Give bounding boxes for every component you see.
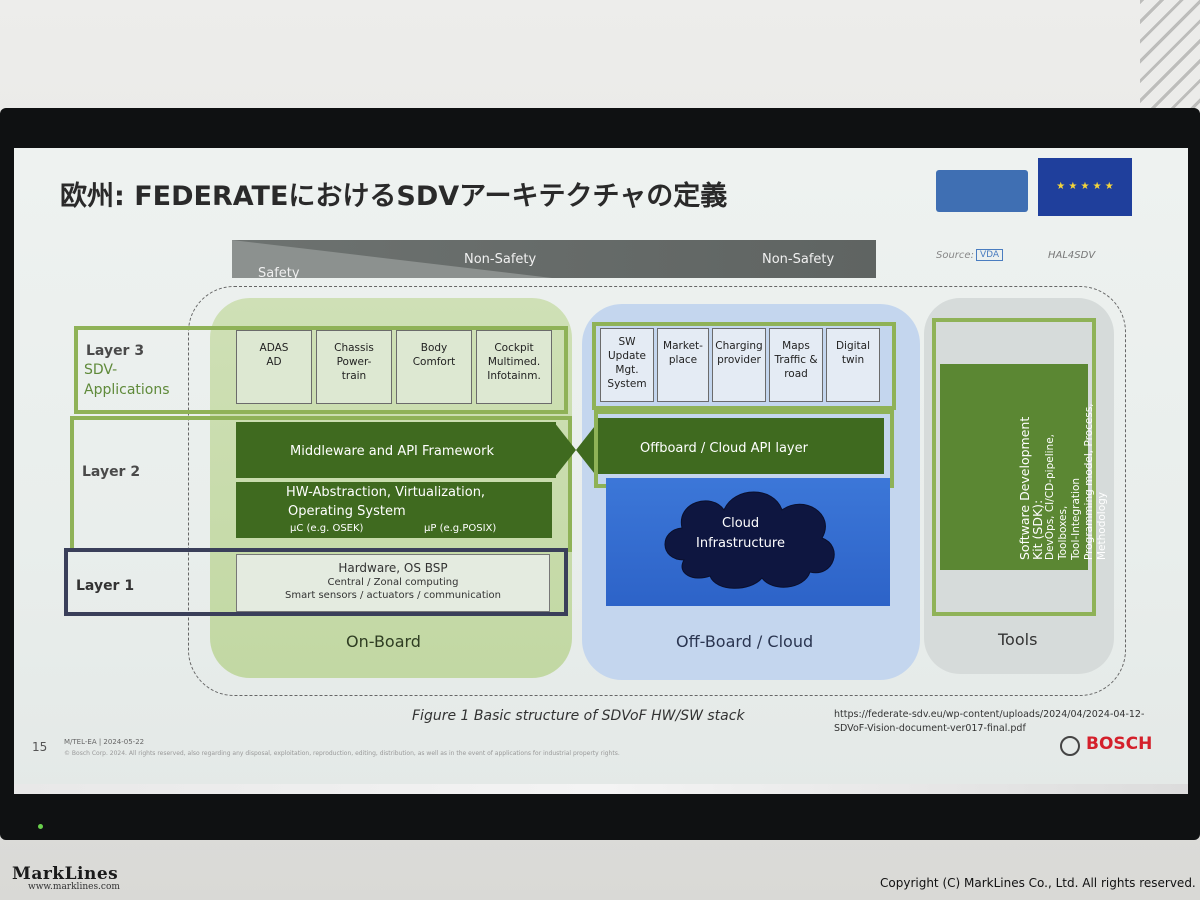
funding-logo (936, 170, 1028, 212)
app-line: Traffic & (774, 354, 818, 366)
hw-abstraction-box (236, 482, 552, 538)
bosch-logo-icon (1060, 736, 1080, 756)
cloud-icon (664, 491, 835, 589)
app-line: SW (618, 336, 636, 348)
app-cockpit: Cockpit Multimed. Infotainm. (476, 330, 552, 404)
bosch-brand: BOSCH (1086, 734, 1153, 754)
eu-flag: ★ ★ ★ ★ ★ (1038, 158, 1132, 216)
api-connector (554, 422, 598, 478)
screen-bottom-strip (14, 784, 1188, 794)
slide-meta: M/TEL-EA | 2024-05-22 (64, 738, 145, 746)
uc-label: µC (e.g. OSEK) (290, 523, 364, 534)
hardware-l2: Central / Zonal computing (327, 577, 459, 588)
app-line: Mgt. (615, 364, 639, 376)
app-line: provider (717, 354, 761, 366)
sdk-outline (932, 318, 1096, 616)
source-url: https://federate-sdv.eu/wp-content/uploa… (834, 708, 1154, 736)
sdk-box: Software Development Kit (SDK): DevOps, … (940, 364, 1108, 570)
hal4sdv-label: HAL4SDV (1048, 250, 1096, 261)
marklines-url: www.marklines.com (28, 882, 120, 892)
onboard-label: On-Board (346, 632, 421, 651)
layer3-box (74, 326, 568, 414)
cloud-label-2: Infrastructure (696, 536, 785, 551)
app-maps: Maps Traffic & road (769, 328, 823, 402)
sdk-item: Toolboxes, (1057, 505, 1069, 560)
app-line: Maps (782, 340, 810, 352)
non-safety-label-right: Non-Safety (762, 252, 835, 267)
app-sw-update: SW Update Mgt. System (600, 328, 654, 402)
sdk-item: Tool-Integration (1070, 477, 1082, 560)
layer3-title: Layer 3 (86, 343, 145, 359)
hardware-l1: Hardware, OS BSP (338, 561, 448, 575)
marklines-logo: MarkLines (12, 864, 119, 884)
app-line: Body (420, 342, 448, 354)
app-digital-twin: Digital twin (826, 328, 880, 402)
app-line: Comfort (412, 356, 456, 368)
source-label: Source: (936, 250, 974, 261)
app-adas: ADAS AD (236, 330, 312, 404)
offboard-api-label: Offboard / Cloud API layer (640, 441, 808, 456)
app-line: Infotainm. (487, 370, 541, 382)
app-line: System (607, 378, 647, 390)
app-line: ADAS (259, 342, 289, 354)
tools-label: Tools (998, 630, 1038, 649)
sdk-item: Programming model, Process, (1083, 403, 1095, 560)
page-number: 15 (32, 740, 48, 754)
app-line: AD (266, 356, 282, 368)
figure-caption: Figure 1 Basic structure of SDVoF HW/SW … (412, 708, 745, 724)
app-line: train (341, 370, 367, 382)
sdk-item: Methodology (1096, 491, 1108, 560)
app-line: Power- (336, 356, 372, 368)
app-line: Market- (663, 340, 703, 352)
app-chassis: Chassis Power- train (316, 330, 392, 404)
app-line: Chassis (334, 342, 374, 354)
layer3-sub2: Applications (84, 382, 170, 398)
app-line: Charging (715, 340, 763, 352)
app-line: Update (607, 350, 647, 362)
layer1-title: Layer 1 (76, 578, 135, 594)
vda-logo: VDA (976, 249, 1004, 261)
copyright-text: Copyright (C) MarkLines Co., Ltd. All ri… (880, 876, 1196, 890)
sdk-item: DevOps, CI/CD-pipeline, (1044, 434, 1056, 560)
safety-label: Safety (258, 266, 300, 281)
system-boundary (188, 286, 1126, 696)
up-label: µP (e.g.POSIX) (424, 523, 497, 534)
app-line: place (668, 354, 698, 366)
app-body: Body Comfort (396, 330, 472, 404)
hardware-box: Hardware, OS BSP Central / Zonal computi… (236, 554, 550, 612)
app-charging: Charging provider (712, 328, 766, 402)
offboard-label: Off-Board / Cloud (676, 632, 814, 651)
app-line: Digital (835, 340, 871, 352)
offboard-api-box (596, 418, 884, 474)
middleware-label: Middleware and API Framework (290, 444, 494, 459)
layer1-box (64, 548, 568, 616)
safety-wedge (232, 240, 552, 278)
app-line: twin (841, 354, 865, 366)
hw-abstraction-l2: Operating System (288, 504, 406, 519)
source-url-l2[interactable]: SDVoF-Vision-document-ver017-final.pdf (834, 723, 1026, 734)
middleware-box (236, 422, 556, 478)
layer3-sub1: SDV- (84, 362, 118, 378)
slide-title: 欧州: FEDERATEにおけるSDVアーキテクチャの定義 (60, 181, 728, 212)
slide: 欧州: FEDERATEにおけるSDVアーキテクチャの定義 ★ ★ ★ ★ ★ … (14, 148, 1188, 794)
app-line: Multimed. (487, 356, 541, 368)
cloud-label-1: Cloud (722, 516, 760, 531)
app-line: Cockpit (494, 342, 534, 354)
eu-stars-icon: ★ ★ ★ ★ ★ (1056, 181, 1114, 192)
source-url-l1[interactable]: https://federate-sdv.eu/wp-content/uploa… (834, 709, 1145, 720)
sdk-title-2: Kit (SDK): (1030, 499, 1045, 560)
slide-legal: © Bosch Corp. 2024. All rights reserved,… (64, 750, 620, 757)
offboard-apps-box (592, 322, 896, 410)
non-safety-label: Non-Safety (464, 252, 537, 267)
power-led (38, 824, 43, 829)
ceiling-truss (1140, 0, 1200, 120)
hw-abstraction-l1: HW-Abstraction, Virtualization, (286, 485, 486, 500)
app-line: road (784, 368, 808, 380)
app-marketplace: Market- place (657, 328, 709, 402)
hardware-l3: Smart sensors / actuators / communicatio… (285, 590, 501, 601)
layer2-title: Layer 2 (82, 464, 141, 480)
